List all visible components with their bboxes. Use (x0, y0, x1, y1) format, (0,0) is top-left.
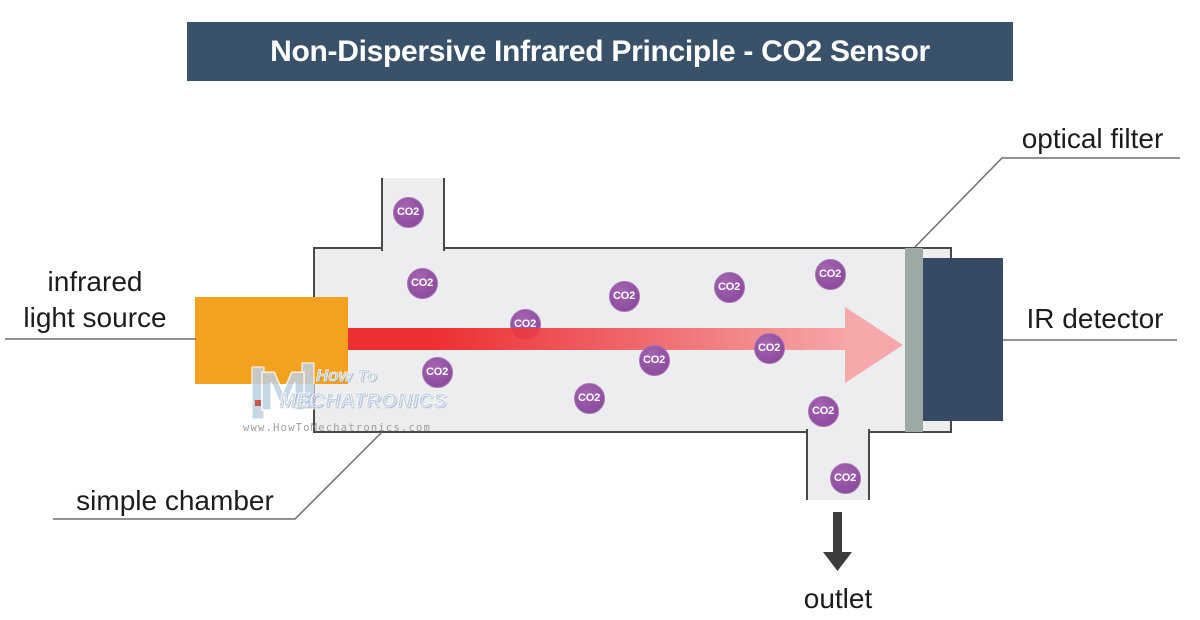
label-optical-filter: optical filter (1021, 123, 1164, 154)
ir-detector-block (923, 258, 1003, 421)
co2-molecule: CO2 (713, 271, 745, 303)
diagram-title: Non-Dispersive Infrared Principle - CO2 … (270, 34, 930, 68)
co2-molecule: CO2 (406, 267, 438, 299)
watermark-url: www.HowToMechatronics.com (243, 422, 432, 434)
watermark-brand-line1: How To (316, 366, 378, 386)
watermark-brand-line2: MECHATRONICS (279, 390, 447, 413)
co2-molecule: CO2 (829, 462, 861, 494)
label-infrared-light-source: infrared light source (23, 266, 167, 333)
co2-molecule: CO2 (608, 280, 640, 312)
mechatronics-logo-icon: M (251, 362, 315, 424)
optical-filter-leader-line (914, 157, 1180, 248)
watermark: M How To MECHATRONICS www.HowToMechatron… (243, 360, 447, 440)
co2-molecule: CO2 (807, 395, 839, 427)
title-banner: Non-Dispersive Infrared Principle - CO2 … (187, 22, 1013, 81)
svg-text:M: M (257, 363, 309, 423)
infrared-beam (348, 328, 846, 350)
optical-filter-strip (905, 248, 923, 432)
label-simple-chamber: simple chamber (76, 485, 274, 516)
co2-molecule: CO2 (753, 332, 785, 364)
co2-molecule: CO2 (573, 382, 605, 414)
co2-molecule: CO2 (421, 356, 453, 388)
co2-molecule: CO2 (814, 258, 846, 290)
label-outlet: outlet (803, 583, 873, 614)
co2-molecule: CO2 (392, 196, 424, 228)
infrared-beam-arrowhead-icon (845, 307, 903, 383)
outlet-arrow-icon (823, 512, 852, 571)
label-ir-detector: IR detector (1026, 303, 1164, 334)
co2-molecule: CO2 (638, 344, 670, 376)
infrared-light-source-block (195, 297, 348, 384)
